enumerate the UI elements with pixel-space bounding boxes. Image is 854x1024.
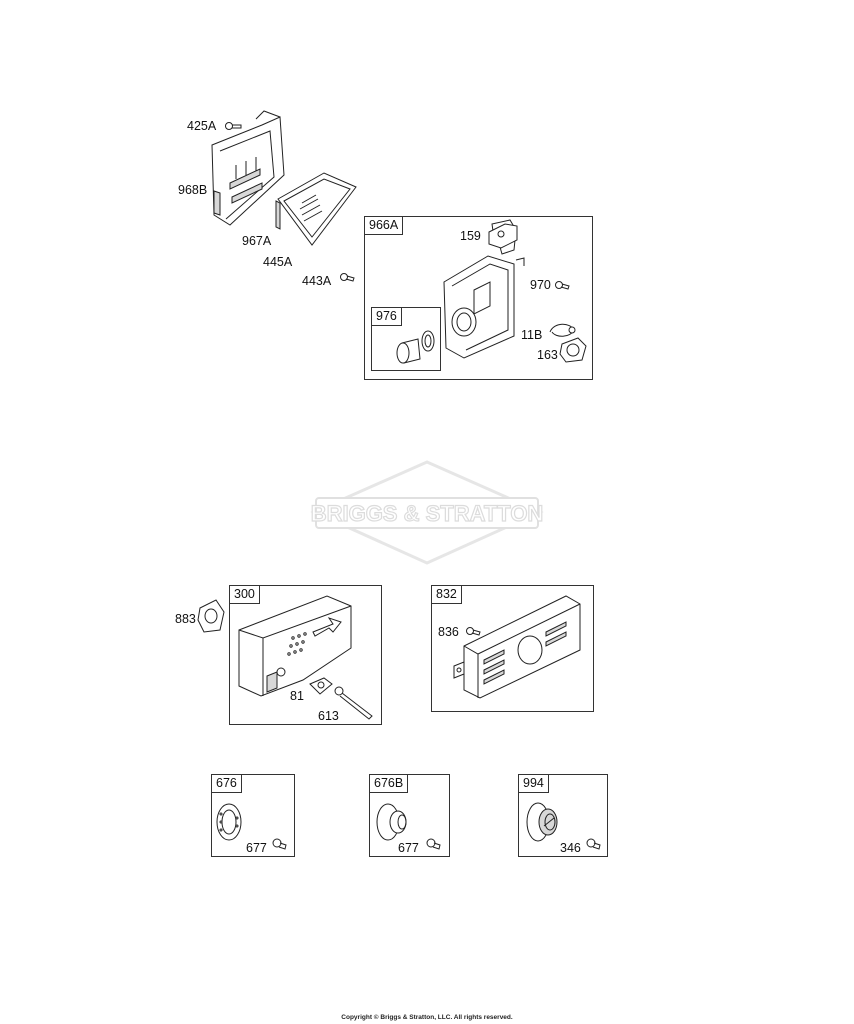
- part-label-970: 970: [530, 278, 551, 292]
- group-box-676: 676: [211, 774, 295, 857]
- gasket-883-drawing: [197, 599, 225, 633]
- group-box-832: 832: [431, 585, 594, 712]
- briggs-stratton-watermark-logo: BRIGGS & STRATTON: [310, 460, 544, 565]
- part-label-11B: 11B: [521, 328, 543, 342]
- group-tag-832: 832: [432, 586, 462, 605]
- watermark-text: BRIGGS & STRATTON: [311, 501, 544, 526]
- muffler-300-drawing: [238, 595, 352, 697]
- spark-arrester-994-drawing: [526, 802, 558, 842]
- part-label-425A: 425A: [187, 119, 217, 133]
- part-label-677-first: 677: [246, 841, 267, 855]
- group-tag-994: 994: [519, 775, 549, 794]
- air-cleaner-base-drawing: [211, 110, 285, 226]
- group-tag-676B: 676B: [370, 775, 409, 794]
- screw-836-icon: [466, 627, 481, 636]
- screw-970-icon: [555, 281, 570, 290]
- air-cleaner-base-966A-drawing: [443, 219, 525, 359]
- part-label-677-second: 677: [398, 841, 419, 855]
- screw-346-icon: [586, 838, 601, 850]
- part-label-81: 81: [290, 689, 304, 703]
- part-label-443A: 443A: [302, 274, 332, 288]
- screw-613-drawing: [334, 686, 373, 720]
- group-tag-676: 676: [212, 775, 242, 794]
- spark-arrester-676-drawing: [216, 803, 242, 841]
- muffler-guard-832-drawing: [453, 595, 581, 699]
- part-label-968B: 968B: [178, 183, 208, 197]
- group-tag-976: 976: [372, 308, 402, 327]
- group-tag-966A: 966A: [365, 217, 404, 236]
- bracket-159-drawing: [488, 223, 518, 249]
- group-tag-300: 300: [230, 586, 260, 605]
- group-box-994: 994: [518, 774, 608, 857]
- screw-677-second-icon: [426, 838, 441, 850]
- part-label-159: 159: [460, 229, 481, 243]
- group-box-976: 976: [371, 307, 441, 371]
- screw-443A-icon: [340, 273, 355, 282]
- part-label-346: 346: [560, 841, 581, 855]
- part-label-836: 836: [438, 625, 459, 639]
- screw-677-icon: [272, 838, 287, 850]
- clamp-11B-drawing: [549, 323, 576, 337]
- group-box-966A: 966A: [364, 216, 593, 380]
- gasket-163-drawing: [559, 337, 587, 363]
- group-box-676B: 676B: [369, 774, 450, 857]
- air-filter-drawing: [275, 172, 357, 246]
- part-label-967A: 967A: [242, 234, 272, 248]
- part-label-613: 613: [318, 709, 339, 723]
- part-label-163: 163: [537, 348, 558, 362]
- group-box-300: 300: [229, 585, 382, 725]
- adapter-976-drawing: [396, 330, 435, 364]
- part-label-883: 883: [175, 612, 196, 626]
- deflector-81-drawing: [309, 677, 333, 695]
- spark-arrester-676B-drawing: [376, 803, 407, 841]
- copyright-footer: Copyright © Briggs & Stratton, LLC. All …: [341, 1014, 513, 1021]
- part-label-445A: 445A: [263, 255, 293, 269]
- screw-425A-icon: [225, 122, 242, 130]
